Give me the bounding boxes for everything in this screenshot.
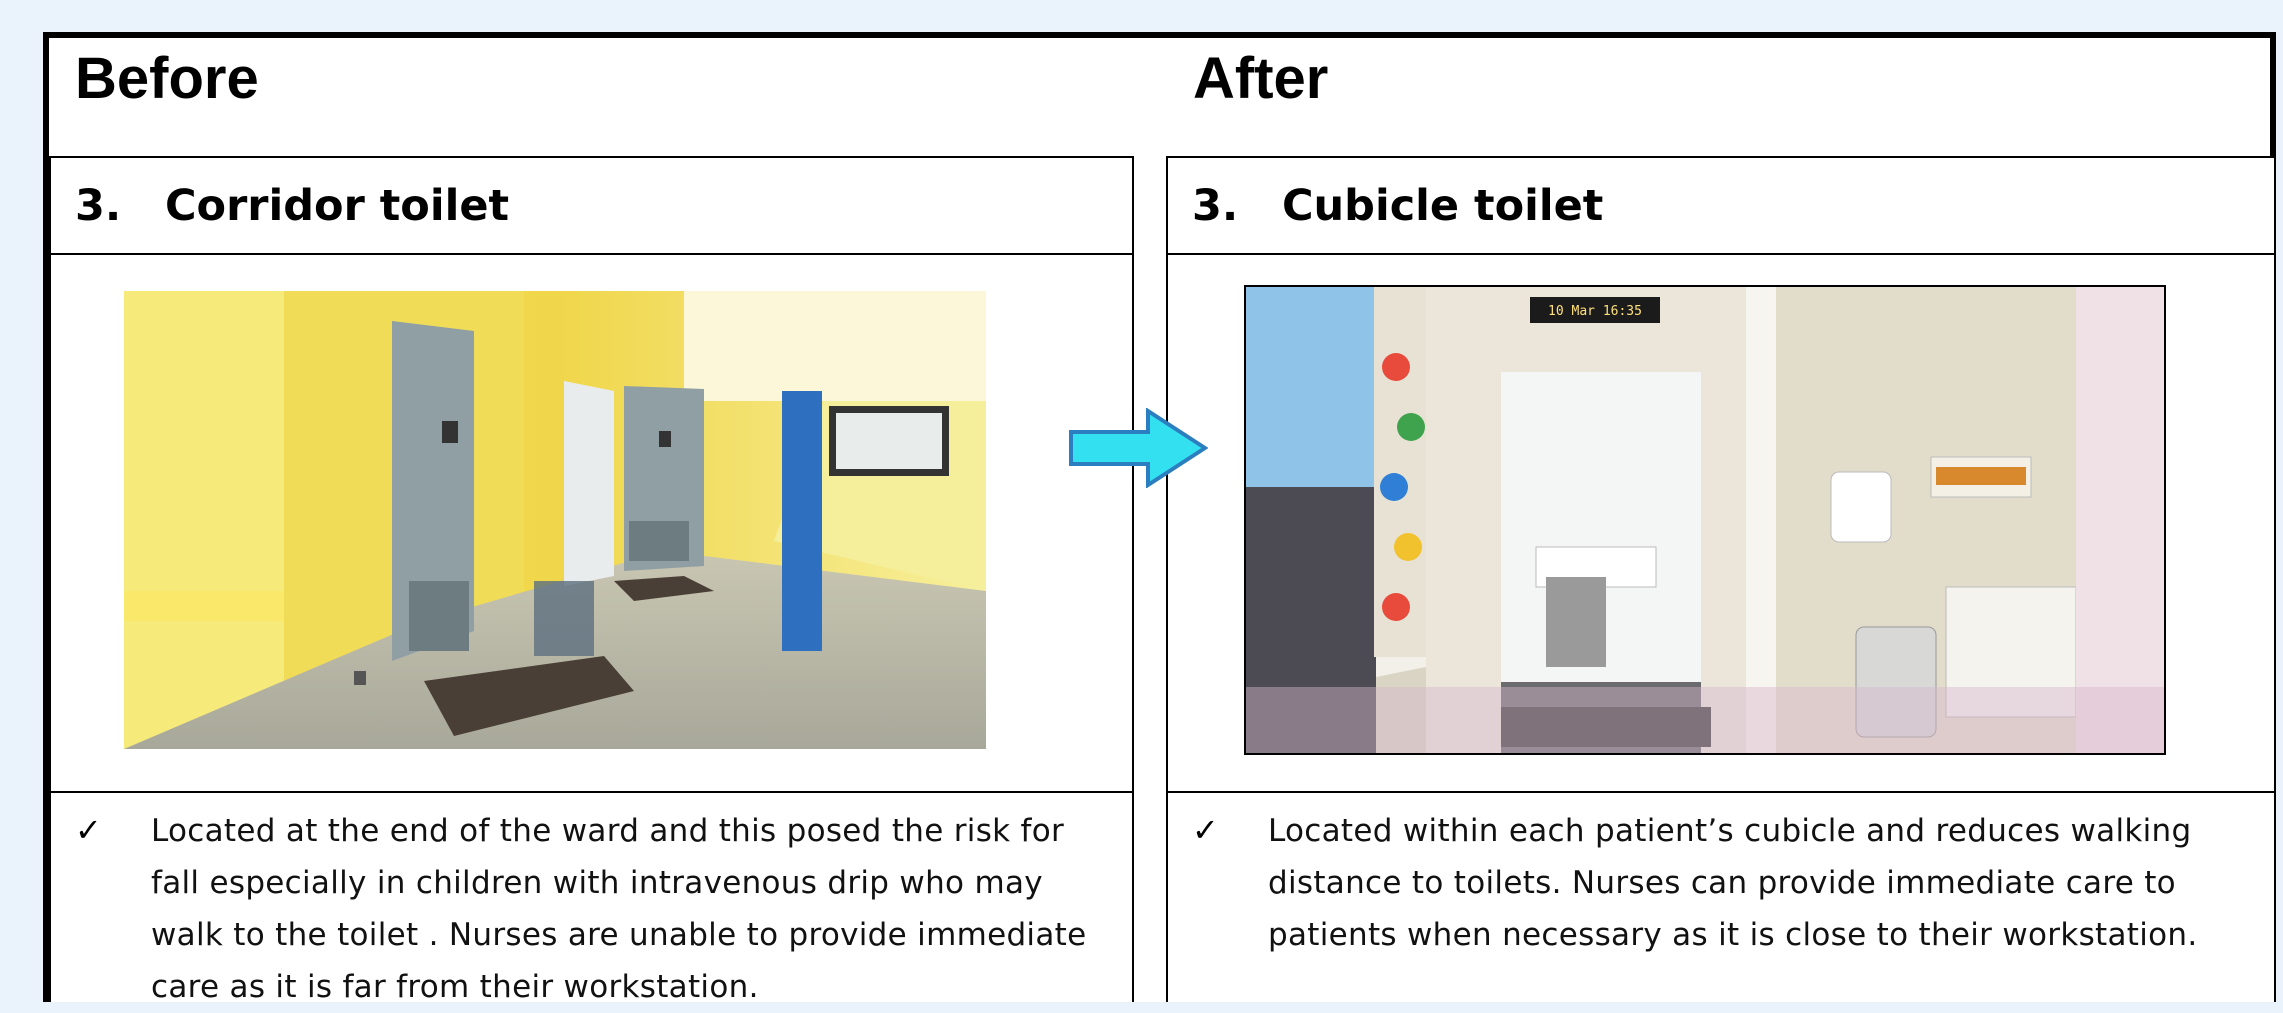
arrow-right-icon [1068, 408, 1208, 488]
check-icon: ✓ [1192, 811, 1219, 849]
after-title: Cubicle toilet [1282, 181, 1604, 231]
after-subtitle: 3. Cubicle toilet [1168, 158, 2274, 255]
after-heading: After [1193, 46, 1329, 111]
before-title: Corridor toilet [165, 181, 510, 231]
before-heading: Before [75, 46, 259, 111]
cubicle-toilet-photo: 10 Mar 16:35 [1244, 285, 2166, 755]
photo-timestamp: 10 Mar 16:35 [1548, 304, 1642, 319]
after-description-area: ✓ Located within each patient’s cubicle … [1168, 793, 2274, 1002]
before-photo-area [51, 255, 1132, 793]
before-description: Located at the end of the ward and this … [151, 813, 1087, 1005]
check-icon: ✓ [75, 811, 102, 849]
corridor-toilet-photo [124, 291, 986, 749]
before-number: 3. [75, 181, 122, 231]
before-panel: 3. Corridor toilet [49, 156, 1134, 1005]
after-panel: 3. Cubicle toilet [1166, 156, 2276, 1002]
after-photo-area: 10 Mar 16:35 [1168, 255, 2274, 793]
comparison-frame: Before After 3. Corridor toilet [43, 32, 2276, 1005]
before-subtitle: 3. Corridor toilet [51, 158, 1132, 255]
after-description: Located within each patient’s cubicle an… [1268, 813, 2198, 953]
after-number: 3. [1192, 181, 1239, 231]
before-description-area: ✓ Located at the end of the ward and thi… [51, 793, 1132, 1005]
